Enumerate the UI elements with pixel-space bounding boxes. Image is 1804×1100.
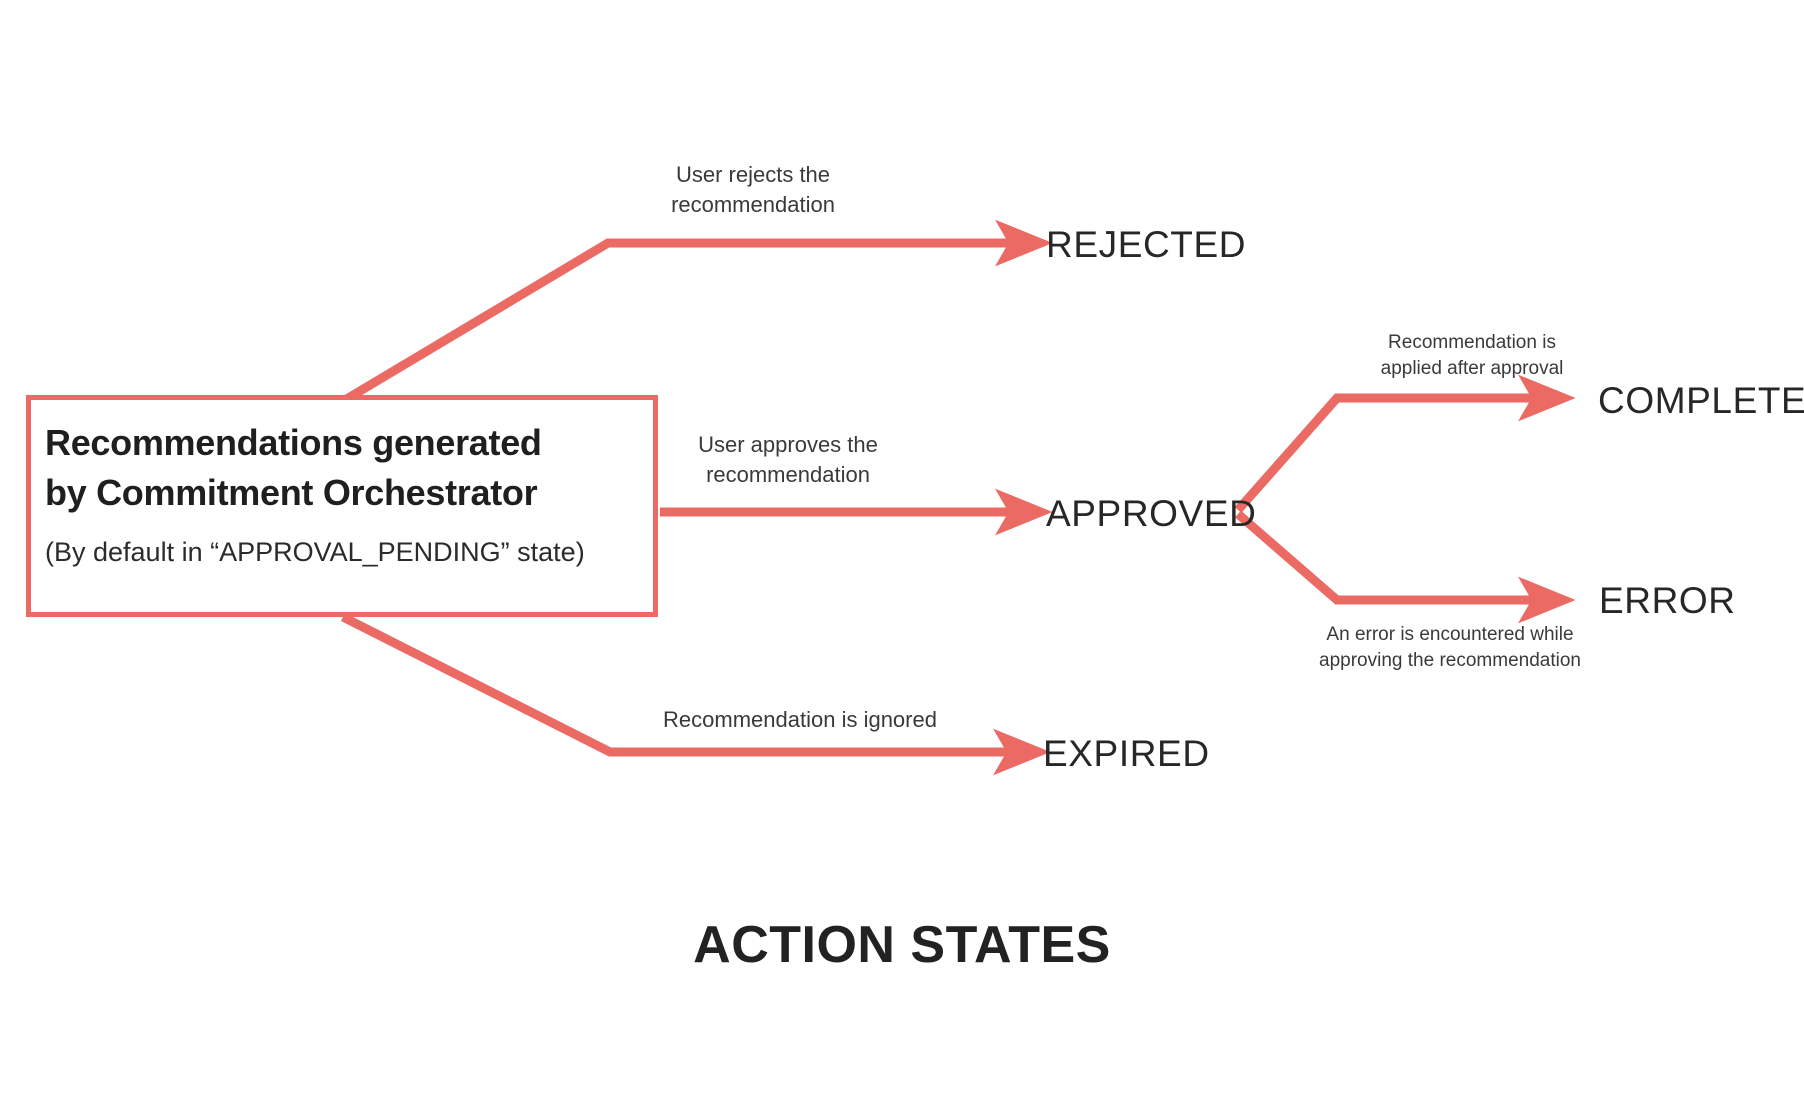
edge-label-to-expired: Recommendation is ignored [663,707,937,732]
connector-to-error [1235,510,1576,624]
edge-label-to-approved: User approves the recommendation [698,432,878,487]
edge-label-to-error: An error is encountered while approving … [1319,624,1581,672]
diagram-caption: ACTION STATES [693,916,1111,974]
source-node-box: Recommendations generated by Commitment … [26,395,658,617]
state-label-expired: EXPIRED [1043,733,1210,774]
source-node-title-line1: Recommendations generated [45,422,542,463]
source-node-subtitle: (By default in “APPROVAL_PENDING” state) [45,537,585,567]
source-node-title-group: Recommendations generated by Commitment … [45,418,639,517]
edge-label-to-rejected: User rejects the recommendation [671,162,835,217]
state-label-rejected: REJECTED [1046,224,1247,265]
state-label-completed: COMPLETED [1598,380,1804,421]
state-label-approved: APPROVED [1046,493,1257,534]
connector-to-completed [1234,374,1576,513]
edge-label-to-completed: Recommendation is applied after approval [1380,332,1564,380]
connector-to-expired [340,612,1051,776]
state-label-error: ERROR [1599,580,1736,621]
connector-to-rejected [342,219,1053,404]
source-node-title-line2: by Commitment Orchestrator [45,471,538,513]
